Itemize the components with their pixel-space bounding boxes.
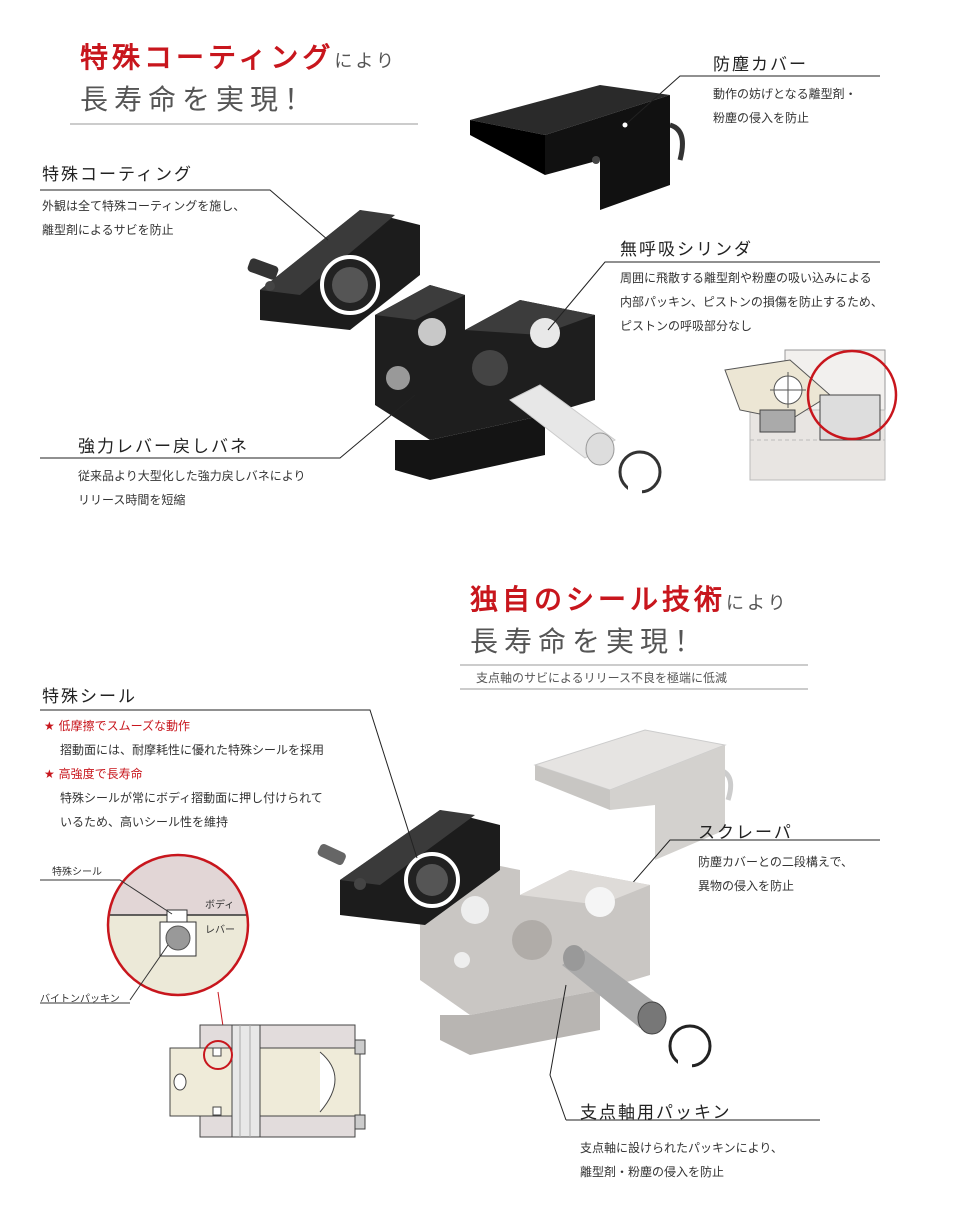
detail-label-seal: 特殊シール: [52, 867, 102, 878]
dust-cover-image: [470, 85, 685, 210]
seal-point1: ★ 低摩擦でスムーズな動作: [44, 719, 190, 733]
cover-desc: 動作の妨げとなる離型剤・ 粉塵の侵入を防止: [713, 82, 857, 130]
detail-label-packing: バイトンパッキン: [40, 994, 120, 1005]
coating-desc-line2: 離型剤によるサビを防止: [42, 223, 174, 237]
cylinder-desc: 周囲に飛散する離型剤や粉塵の吸い込みによる 内部パッキン、ピストンの損傷を防止す…: [620, 266, 883, 338]
seal-desc-line1: 摺動面には、耐摩耗性に優れた特殊シールを採用: [60, 743, 325, 757]
seal-title: 特殊シール: [42, 687, 137, 707]
heading-suffix: により: [334, 51, 397, 72]
leader-cylinder: [547, 261, 880, 331]
pivot-pin-image: [509, 384, 616, 466]
coating-title: 特殊コーティング: [42, 165, 193, 185]
heading2-suffix: により: [726, 593, 789, 614]
leader-spring: [40, 394, 416, 459]
spring-title: 強力レバー戻しバネ: [78, 437, 249, 457]
seal-desc: ★ 低摩擦でスムーズな動作 摺動面には、耐摩耗性に優れた特殊シールを採用 ★ 高…: [44, 714, 324, 834]
leader-pivot: [549, 984, 567, 1121]
spring-desc-line1: 従来品より大型化した強力戻しバネにより: [78, 469, 306, 483]
cylinder-desc-line2: 内部パッキン、ピストンの損傷を防止するため、: [620, 295, 883, 309]
seal-point2: ★ 高強度で長寿命: [44, 767, 143, 781]
heading-red-text: 特殊コーティング: [80, 41, 335, 74]
leader-scraper: [621, 839, 880, 896]
seal-detail-diagram: [40, 853, 250, 1041]
cylinder-title: 無呼吸シリンダ: [620, 240, 753, 260]
leader-seal: [40, 709, 418, 859]
seal-desc-line3: いるため、高いシール性を維持: [60, 815, 229, 829]
cylinder-detail-diagram: [724, 349, 898, 481]
scraper-desc-line1: 防塵カバーとの二段構えで、: [698, 855, 854, 869]
cover-title: 防塵カバー: [713, 55, 808, 75]
seal-desc-line2: 特殊シールが常にボディ摺動面に押し付けられて: [60, 791, 323, 805]
gray-retaining-ring-image: [668, 1024, 712, 1068]
detail-label-lever: レバー: [205, 925, 235, 936]
scraper-desc: 防塵カバーとの二段構えで、 異物の侵入を防止: [698, 850, 853, 898]
scraper-cover-image: [533, 729, 734, 860]
coating-desc: 外観は全て特殊コーティングを施し、 離型剤によるサビを防止: [42, 194, 245, 242]
spring-desc-line2: リリース時間を短縮: [78, 493, 186, 507]
section2-subtitle: 支点軸のサビによるリリース不良を極端に低減: [476, 671, 728, 685]
lever-image: [247, 210, 420, 330]
cover-desc-line2: 粉塵の侵入を防止: [713, 111, 810, 125]
pivot-desc: 支点軸に設けられたパッキンにより、 離型剤・粉塵の侵入を防止: [580, 1136, 783, 1184]
pivot-desc-line2: 離型剤・粉塵の侵入を防止: [580, 1165, 725, 1179]
gray-body-image: [420, 860, 650, 1055]
seal-lever-image: [317, 810, 500, 925]
coating-desc-line1: 外観は全て特殊コーティングを施し、: [42, 199, 246, 213]
leader-dot: [622, 122, 628, 128]
pivot-desc-line1: 支点軸に設けられたパッキンにより、: [580, 1141, 783, 1155]
gray-pivot-pin-image: [562, 945, 667, 1035]
leader-coating: [40, 189, 329, 241]
heading2-line2: 長寿命を実現！: [470, 625, 709, 658]
heading2-red-text: 独自のシール技術: [470, 583, 727, 616]
heading-line2: 長寿命を実現！: [80, 83, 319, 116]
pivot-title: 支点軸用パッキン: [580, 1103, 732, 1123]
detail-label-body: ボディ: [205, 900, 235, 911]
retaining-ring-image: [618, 450, 662, 495]
section2-heading: 独自のシール技術により: [470, 578, 789, 618]
scraper-desc-line2: 異物の侵入を防止: [698, 879, 795, 893]
cylinder-desc-line3: ピストンの呼吸部分なし: [620, 319, 753, 333]
cover-desc-line1: 動作の妨げとなる離型剤・: [713, 87, 857, 101]
spring-desc: 従来品より大型化した強力戻しバネにより リリース時間を短縮: [78, 464, 306, 512]
scraper-title: スクレーパ: [698, 823, 793, 843]
body-image: [375, 285, 595, 480]
cross-section-diagram: [169, 1024, 366, 1138]
cylinder-desc-line1: 周囲に飛散する離型剤や粉塵の吸い込みによる: [620, 271, 872, 285]
leader-cover: [624, 75, 880, 126]
section1-heading: 特殊コーティングにより: [80, 36, 397, 76]
